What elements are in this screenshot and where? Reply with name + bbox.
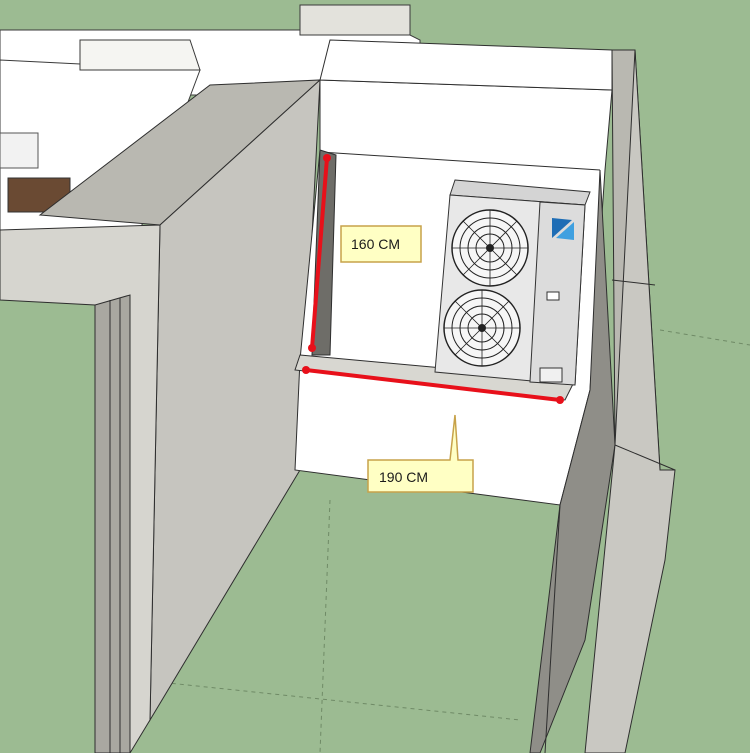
daikin-logo-icon <box>552 218 574 240</box>
outdoor-ac-unit <box>434 179 591 386</box>
fan-grille-icon <box>451 209 529 287</box>
roof-duct-2 <box>79 39 201 71</box>
fan-grille-icon <box>443 289 521 367</box>
width-label: 190 CM <box>379 469 428 485</box>
width-callout: 190 CM <box>367 414 474 493</box>
indoor-unit-white <box>0 132 39 169</box>
roof-duct <box>299 4 411 36</box>
ac-unit-service-panel <box>539 367 563 383</box>
width-dimension <box>302 366 564 404</box>
right-wall-line-3 <box>544 504 561 753</box>
right-wall-line-1 <box>614 444 676 471</box>
ac-unit-label <box>546 291 560 301</box>
height-callout: 160 CM <box>340 225 422 263</box>
rim-line <box>319 151 601 171</box>
side-recess <box>311 149 337 356</box>
right-wall-outer <box>584 49 676 753</box>
height-dimension <box>308 154 331 352</box>
right-wall-face <box>529 169 616 753</box>
right-wall-line-2 <box>611 279 656 286</box>
left-wall-edge <box>94 294 131 753</box>
ground-guide-1 <box>319 499 331 753</box>
height-label: 160 CM <box>351 236 400 252</box>
